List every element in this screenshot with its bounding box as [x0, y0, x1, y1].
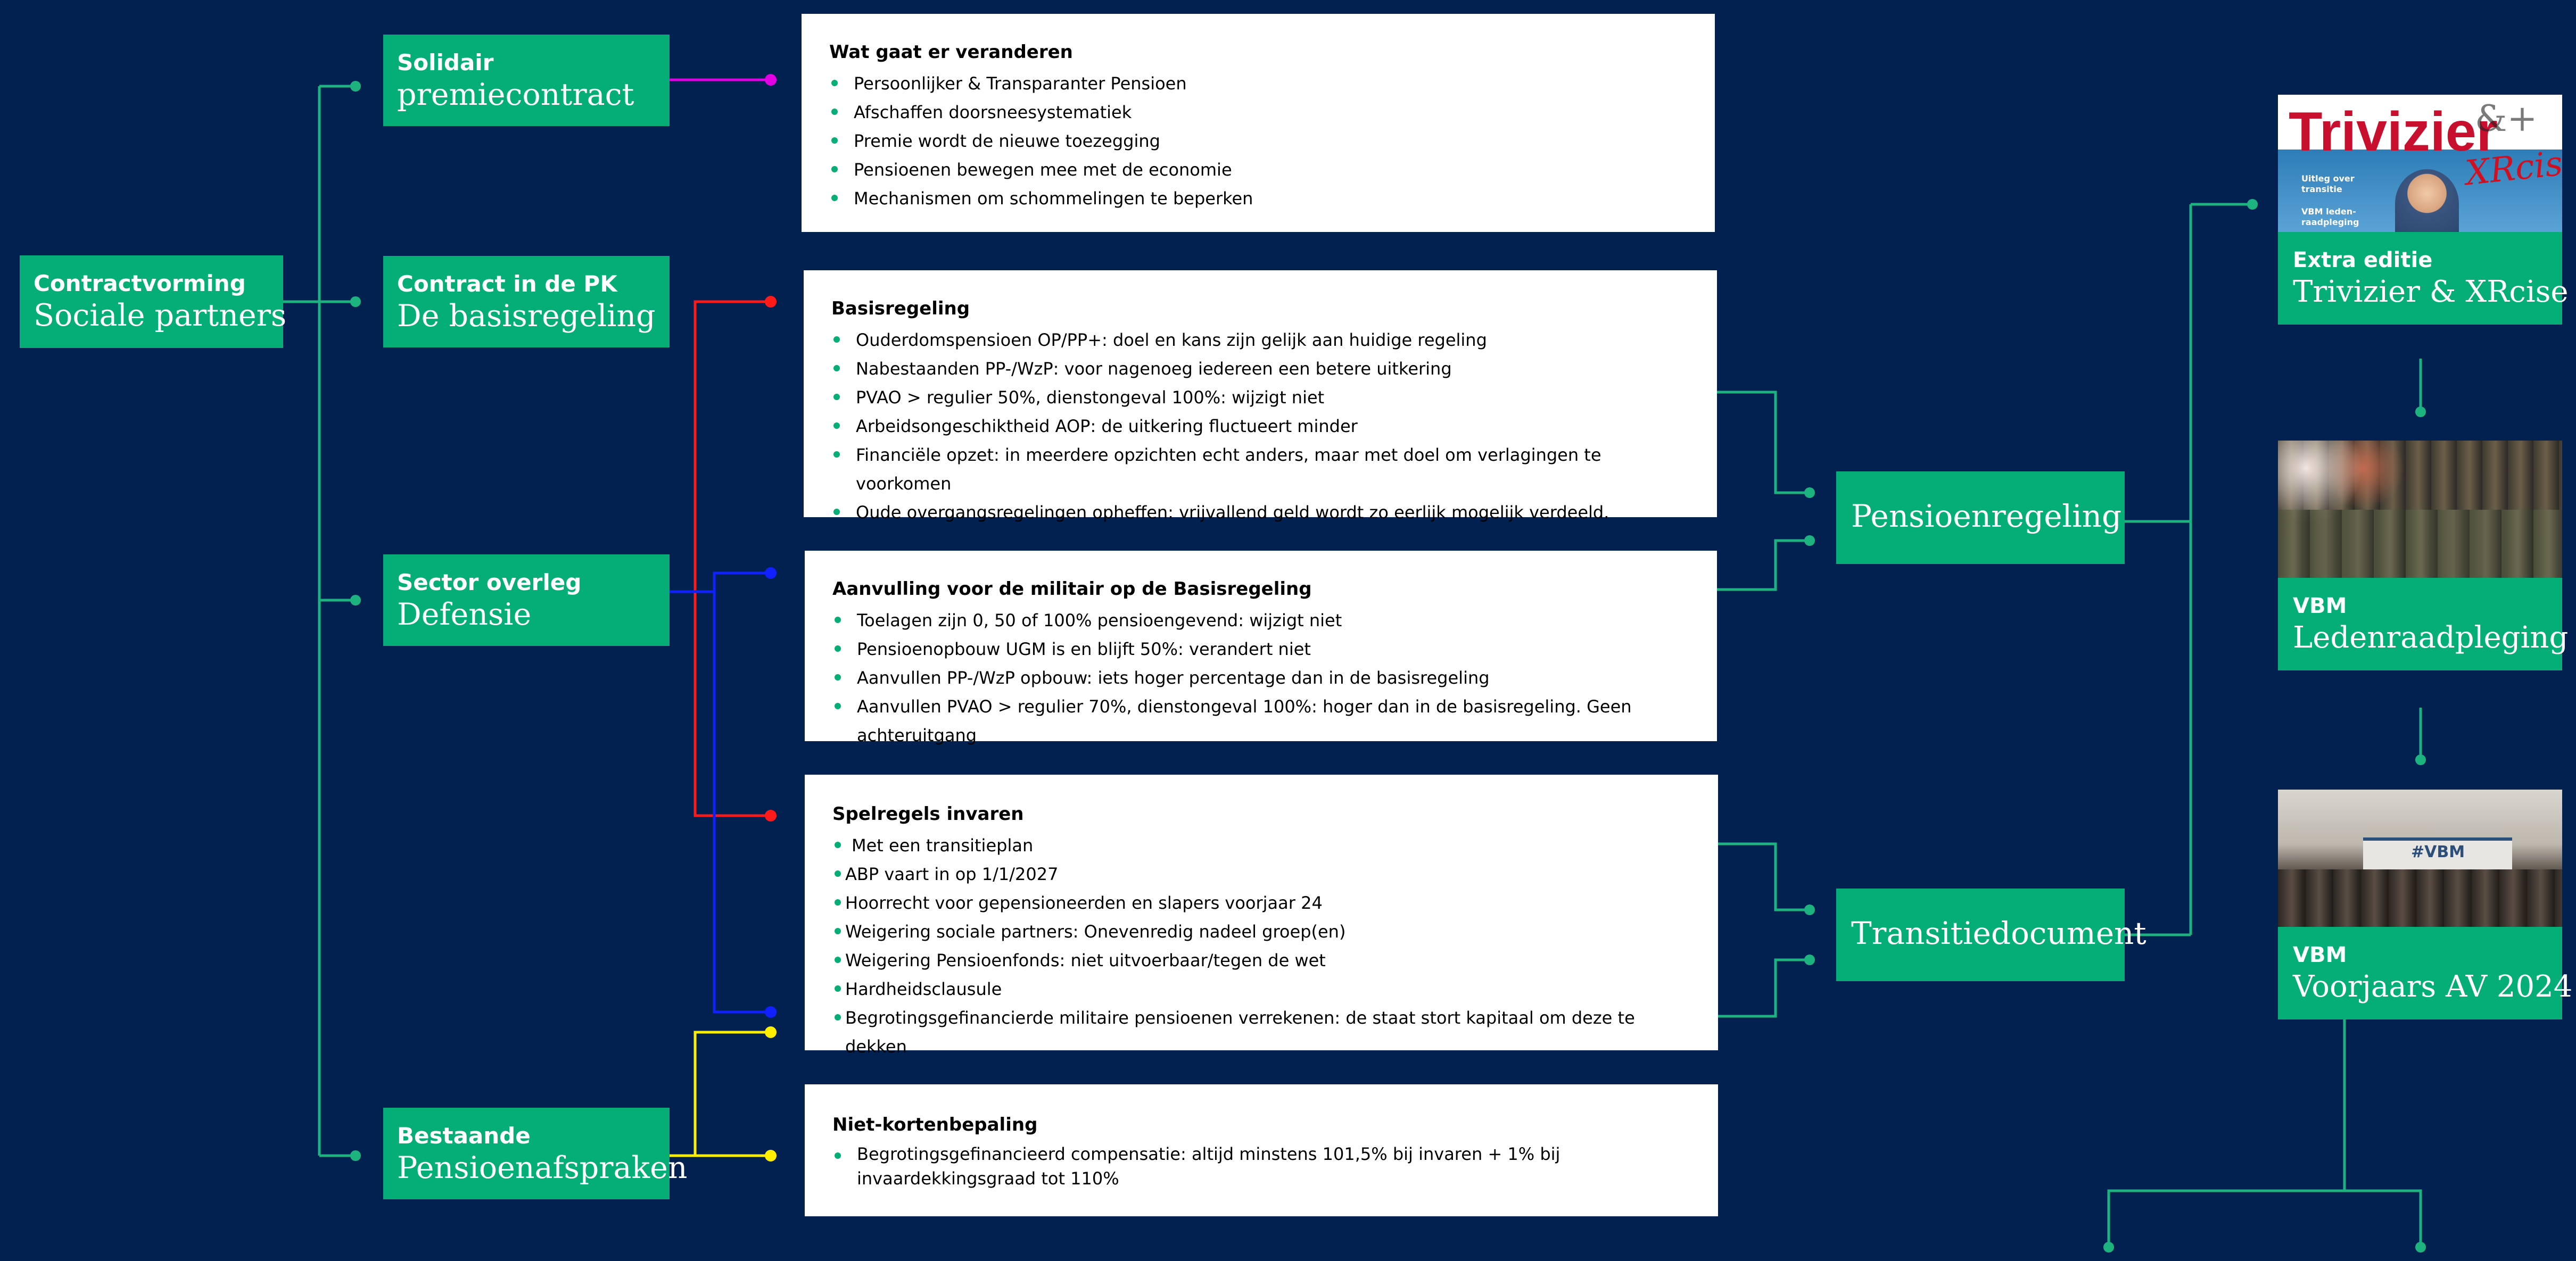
solidair-label: Solidair [397, 49, 494, 76]
cover-portrait [2395, 169, 2459, 232]
trivizier-cover-image: Trivizier &+ XRcise Uitleg over transiti… [2278, 95, 2562, 232]
list-item: PVAO > regulier 50%, dienstongeval 100%:… [831, 383, 1690, 412]
list-item: Pensioenopbouw UGM is en blijft 50%: ver… [832, 635, 1690, 663]
list-item: Persoonlijker & Transparanter Pensioen [829, 69, 1688, 98]
aanvulling-title: Aanvulling voor de militair op de Basisr… [832, 578, 1312, 600]
niet-korten-title: Niet-kortenbepaling [832, 1114, 1038, 1135]
pensioen-connector [1717, 391, 1810, 591]
list-item: Aanvullen PVAO > regulier 70%, dienstong… [832, 692, 1690, 750]
list-item: Weigering sociale partners: Onevenredig … [832, 917, 1691, 946]
wat-list: Persoonlijker & Transparanter Pensioen A… [829, 69, 1688, 213]
ledenraad-caption-title: Ledenraadpleging [2293, 620, 2569, 655]
transitie-connector [1718, 842, 1810, 1018]
voorjaars-caption-label: VBM [2293, 943, 2347, 967]
list-item: Oude overgangsregelingen opheffen: vrijv… [831, 498, 1690, 527]
basisregeling-box: Basisregeling Ouderdomspensioen OP/PP+: … [804, 270, 1717, 522]
contractvorming-box: Contractvorming Sociale partners [20, 255, 287, 348]
cover-text-2: VBM leden-raadpleging [2301, 206, 2359, 227]
yellow-connector [670, 1031, 771, 1157]
pensioenregeling-box: Pensioenregeling [1836, 471, 2125, 564]
vbm-banner: #VBM [2411, 843, 2465, 861]
transitiedocument-box: Transitiedocument [1836, 889, 2146, 981]
contractvorming-title: Sociale partners [34, 298, 287, 333]
list-item: Weigering Pensioenfonds: niet uitvoerbaa… [832, 946, 1691, 975]
bestaande-label: Bestaande [397, 1123, 531, 1149]
bestaande-title: Pensioenafspraken [397, 1150, 688, 1185]
trivizier-caption: Extra editie Trivizier & XRcise [2278, 232, 2569, 325]
transitiedocument-title: Transitiedocument [1851, 915, 2146, 951]
contractvorming-label: Contractvorming [34, 270, 246, 296]
cover-plus: &+ [2475, 98, 2538, 140]
aanvulling-list: Toelagen zijn 0, 50 of 100% pensioengeve… [832, 606, 1690, 750]
right-connector [2125, 203, 2252, 936]
list-item: Pensioenen bewegen mee met de economie [829, 155, 1688, 184]
list-item: Arbeidsongeschiktheid AOP: de uitkering … [831, 412, 1690, 441]
card-connector [2107, 359, 2422, 1247]
red-connector [670, 300, 771, 817]
list-item: Begrotingsgefinancieerd compensatie: alt… [832, 1142, 1663, 1191]
pensioenregeling-title: Pensioenregeling [1851, 498, 2122, 534]
sector-box: Sector overleg Defensie [383, 554, 670, 646]
niet-korten-list: Begrotingsgefinancieerd compensatie: alt… [832, 1142, 1663, 1191]
basis-title: Basisregeling [831, 298, 970, 319]
list-item: Financiële opzet: in meerdere opzichten … [831, 441, 1690, 498]
list-item: Ouderdomspensioen OP/PP+: doel en kans z… [831, 326, 1690, 354]
list-item: Hoorrecht voor gepensioneerden en slaper… [832, 889, 1691, 917]
sector-label: Sector overleg [397, 569, 582, 595]
cover-title: Trivizier [2289, 101, 2498, 163]
blue-connector [670, 571, 771, 1014]
list-item: Toelagen zijn 0, 50 of 100% pensioengeve… [832, 606, 1690, 635]
voorjaars-av-card: #VBM VBM Voorjaars AV 2024 [2278, 790, 2572, 1019]
sector-title: Defensie [397, 597, 532, 632]
list-item: Hardheidsclausule [832, 975, 1691, 1003]
bestaande-box: Bestaande Pensioenafspraken [383, 1108, 688, 1199]
voorjaars-caption-title: Voorjaars AV 2024 [2293, 969, 2573, 1004]
wat-title: Wat gaat er veranderen [829, 42, 1073, 63]
list-item: Nabestaanden PP-/WzP: voor nagenoeg iede… [831, 354, 1690, 383]
list-item: Premie wordt de nieuwe toezegging [829, 127, 1688, 155]
spelregels-list: Met een transitieplan ABP vaart in op 1/… [832, 831, 1691, 1061]
list-item: Met een transitieplan [832, 831, 1691, 860]
contract-pk-label: Contract in de PK [397, 271, 617, 297]
list-item: Afschaffen doorsneesystematiek [829, 98, 1688, 127]
audience-heads [2278, 869, 2562, 927]
contract-pk-box: Contract in de PK De basisregeling [383, 256, 670, 347]
ledenraadpleging-card: VBM Ledenraadpleging [2278, 441, 2568, 670]
ledenraad-caption-label: VBM [2293, 594, 2347, 618]
trivizier-caption-title: Trivizier & XRcise [2293, 275, 2569, 309]
trivizier-card: Trivizier &+ XRcise Uitleg over transiti… [2278, 95, 2569, 325]
list-item: Mechanismen om schommelingen te beperken [829, 184, 1688, 213]
left-tree-connector [283, 85, 356, 1157]
basis-list: Ouderdomspensioen OP/PP+: doel en kans z… [831, 326, 1690, 527]
aanvulling-box: Aanvulling voor de militair op de Basisr… [805, 551, 1717, 745]
audience-rows [2278, 510, 2562, 578]
cover-text-1: Uitleg over transitie [2301, 173, 2355, 194]
solidair-title: premiecontract [397, 77, 634, 112]
ledenraadpleging-photo [2278, 441, 2562, 578]
spelregels-box: Spelregels invaren Met een transitieplan… [805, 775, 1718, 1057]
contract-pk-title: De basisregeling [397, 298, 656, 334]
wat-gaat-er-veranderen-box: Wat gaat er veranderen Persoonlijker & T… [802, 14, 1715, 232]
niet-korten-box: Niet-kortenbepaling Begrotingsgefinancie… [805, 1084, 1718, 1216]
spelregels-title: Spelregels invaren [832, 803, 1024, 825]
ledenraadpleging-caption: VBM Ledenraadpleging [2278, 578, 2568, 670]
solidair-box: Solidair premiecontract [383, 35, 670, 126]
list-item: ABP vaart in op 1/1/2027 [832, 860, 1691, 889]
list-item: Begrotingsgefinancierde militaire pensio… [832, 1003, 1691, 1061]
trivizier-caption-label: Extra editie [2293, 248, 2433, 272]
voorjaars-av-photo: #VBM [2278, 790, 2562, 927]
list-item: Aanvullen PP-/WzP opbouw: iets hoger per… [832, 663, 1690, 692]
voorjaars-av-caption: VBM Voorjaars AV 2024 [2278, 927, 2572, 1019]
